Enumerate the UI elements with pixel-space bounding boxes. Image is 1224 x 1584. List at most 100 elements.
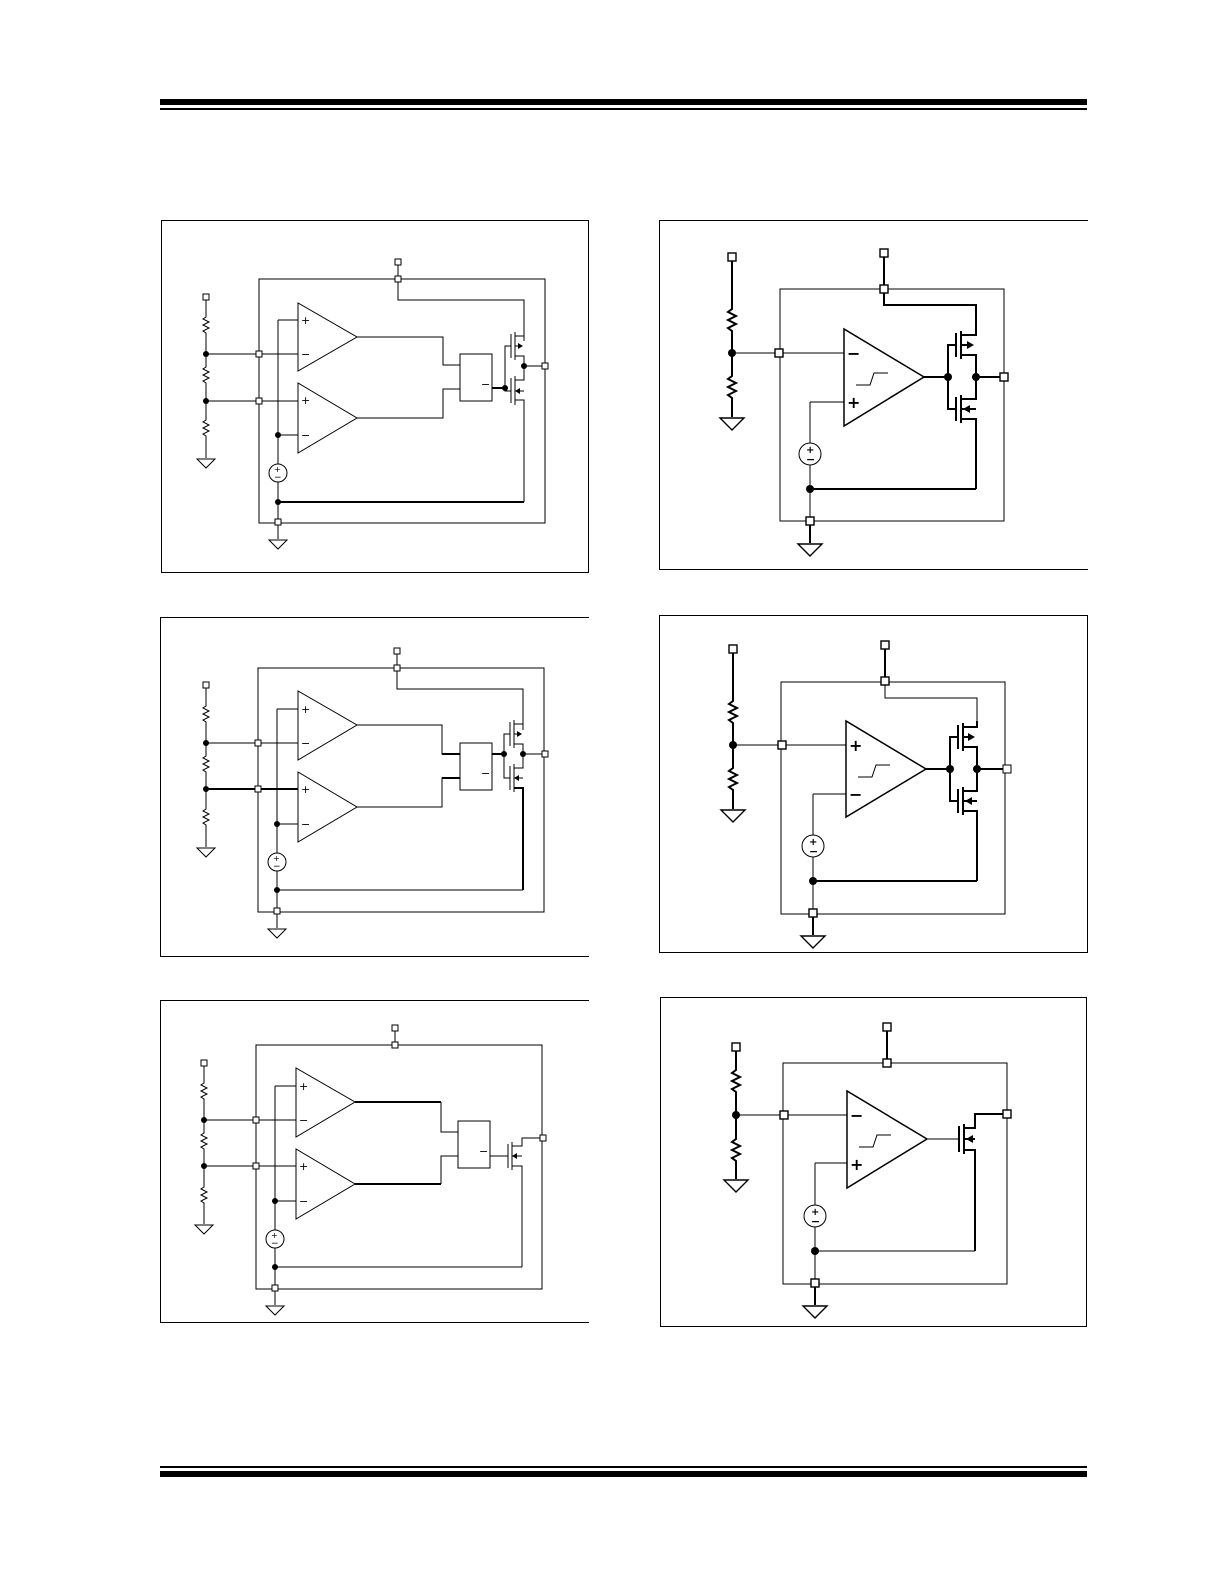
svg-text:+: + [271,1231,278,1240]
svg-text:−: − [273,862,281,872]
pin-icon [879,248,889,258]
ground-icon [801,1305,829,1319]
logic-block-icon [459,742,493,791]
pin-icon [255,350,263,358]
svg-text:+: + [301,703,310,716]
pin-icon [727,252,737,262]
pin-icon [779,1110,789,1120]
comparator-icon [843,327,926,428]
svg-text:−: − [301,818,310,831]
pin-icon [777,740,787,750]
figure-window-comparator-2: +− +− +− − [160,617,589,957]
resistor-icon [201,354,211,401]
svg-text:+: + [301,394,310,407]
svg-text:+: + [847,393,860,412]
ground-icon [796,543,824,557]
pin-icon [880,676,890,686]
mosfet-icon [507,1137,540,1267]
svg-text:−: − [850,1106,863,1125]
pin-icon [200,1059,208,1067]
comparator-icon [297,771,358,843]
resistor-icon [199,1166,209,1224]
logic-block-icon [459,353,493,402]
header-rule-thin [160,108,1087,110]
pin-icon [252,1116,260,1124]
ground-icon [718,417,746,431]
pin-icon [774,348,784,358]
schematic-window-1: +− +− +− − [195,258,549,550]
pin-icon [254,785,262,793]
svg-text:−: − [481,767,490,780]
resistor-icon [201,743,211,789]
resistor-icon [201,688,211,743]
hysteresis-icon [859,1134,891,1148]
resistor-icon [729,1115,743,1179]
svg-text:−: − [301,737,310,750]
ground-icon [266,928,288,939]
resistor-icon [201,789,211,847]
ground-icon [799,935,827,949]
mosfet-icon [503,720,524,754]
schematic-window-2: +− +− +− − [195,647,549,939]
pin-icon [391,1041,399,1049]
pin-icon [541,362,549,370]
svg-text:−: − [299,1114,308,1127]
pin-icon [882,1058,892,1068]
comparator-icon [297,382,358,454]
svg-text:−: − [479,1145,488,1158]
footer-rule-thin [160,1466,1087,1468]
pin-icon [255,397,263,405]
figure-window-comparator-3: +− +− +− − [160,1000,589,1323]
comparator-icon [845,719,928,819]
svg-text:+: + [274,465,281,474]
schematic-single-1: −+ +− [718,248,1009,557]
header-rule-thick [160,99,1087,105]
mosfet-icon [504,366,525,502]
svg-text:−: − [274,473,282,483]
pin-icon [271,1284,279,1292]
pin-icon [391,1024,399,1032]
svg-text:−: − [847,344,860,363]
pin-icon [394,275,402,283]
mosfet-icon [503,754,524,890]
pin-icon [880,640,890,650]
resistor-icon [729,1051,743,1115]
resistor-icon [726,745,740,809]
svg-text:+: + [273,854,280,863]
schematic-window-3: +− +− +− − [193,1024,547,1316]
pin-icon [999,372,1009,382]
comparator-icon [297,690,358,761]
resistor-icon [725,261,739,353]
svg-text:−: − [849,785,862,804]
svg-text:−: − [809,845,818,858]
pin-icon [879,284,889,294]
svg-text:+: + [299,1080,308,1093]
comparator-icon [295,1148,356,1220]
footer-rule-thick [160,1471,1087,1477]
hysteresis-icon [858,764,890,778]
svg-text:+: + [806,445,814,456]
figure-single-comparator-2: +− +− [659,615,1088,953]
ground-icon [264,1305,286,1316]
svg-text:+: + [301,783,310,796]
svg-text:−: − [811,1215,820,1228]
mosfet-icon [949,769,978,881]
pin-icon [539,1134,547,1142]
pin-icon [274,518,282,526]
junction-dot-icon [272,1198,278,1204]
pin-icon [394,258,402,266]
schematic-single-2: +− +− [719,640,1012,949]
ground-icon [267,539,289,550]
ground-icon [195,847,217,858]
pin-icon [1002,1109,1012,1119]
svg-text:+: + [849,736,862,755]
comparator-icon [297,302,359,372]
ground-icon [195,458,217,469]
pin-icon [808,908,818,918]
junction-dot-icon [275,432,281,438]
hysteresis-icon [856,372,888,386]
pin-icon [254,739,262,747]
svg-text:−: − [481,378,490,391]
figure-window-comparator-1: +− +− +− − [161,220,589,573]
pin-icon [252,1162,260,1170]
